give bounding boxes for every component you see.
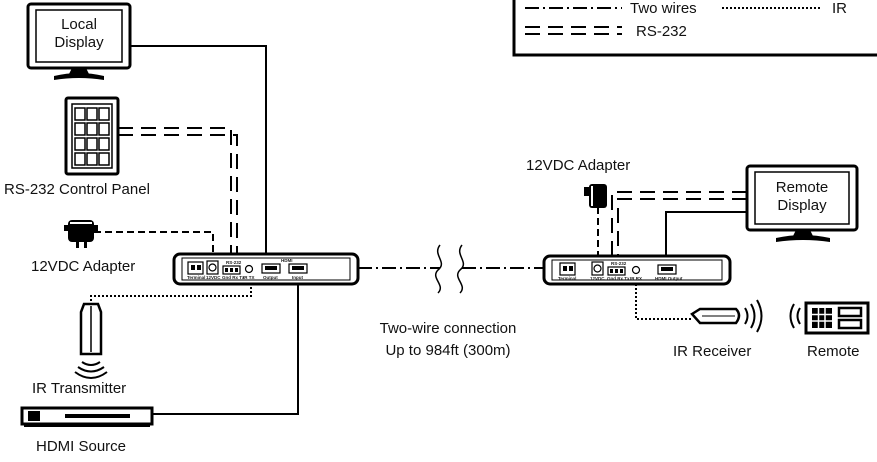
hdmi-cable-local-display	[130, 45, 267, 254]
rs232-control-panel-device	[64, 96, 120, 176]
ir-receiver-label: IR Receiver	[673, 343, 752, 360]
hdmi-source-label: HDMI Source	[36, 438, 127, 455]
rs232-cable-right	[611, 191, 747, 256]
tx-port-output: Output	[263, 275, 278, 280]
rx-port-terminal: Terminal	[558, 276, 576, 281]
hdmi-cable-source	[152, 284, 299, 415]
hdmi-source-device	[20, 406, 154, 427]
rx-port-ir: IR RX	[630, 276, 642, 281]
tx-port-dc: 12VDC	[206, 275, 221, 280]
ir-receiver-device	[690, 299, 763, 333]
rx-port-hdmi-output: HDMI Output	[655, 276, 683, 281]
power-cable-left	[94, 231, 214, 254]
remote-control-device	[789, 301, 870, 335]
remote-display-monitor	[745, 164, 859, 242]
ir-transmitter-device	[74, 302, 108, 379]
power-adapter-left-device	[64, 220, 98, 248]
rx-port-dc: 12VDC	[590, 276, 605, 281]
rx-port-rs232-header: RS-232	[611, 261, 627, 266]
two-wire-connection-label: Two-wire connection Up to 984ft (300m)	[379, 320, 517, 359]
legend-ir-label: IR	[832, 0, 847, 17]
tx-port-rs232-pins: Gnd Rx Tx	[222, 275, 245, 280]
ir-cable-receiver	[635, 284, 692, 320]
power-adapter-right-label: 12VDC Adapter	[526, 157, 631, 174]
legend-two-wires-label: Two wires	[630, 0, 697, 17]
extender-receiver-unit: Terminal 12VDC RS-232 Gnd Rx Tx IR RX HD…	[542, 254, 732, 286]
tx-port-input: Input	[292, 275, 303, 280]
rs232-cable-left	[118, 127, 238, 253]
extender-transmitter-unit: Terminal 12VDC RS-232 Gnd Rx Tx IR TX HD…	[172, 252, 360, 286]
remote-label: Remote	[807, 343, 860, 360]
ir-transmitter-label: IR Transmitter	[32, 380, 127, 397]
tx-port-rs232-header: RS-232	[226, 260, 242, 265]
power-adapter-right-device	[584, 184, 607, 208]
legend-rs232-label: RS-232	[636, 23, 687, 40]
ir-cable-transmitter	[90, 283, 252, 304]
tx-port-hdmi-header: HDMI	[281, 258, 293, 263]
tx-port-ir: IR TX	[243, 275, 255, 280]
cable-break-symbol	[435, 244, 465, 294]
hdmi-cable-remote-display	[665, 211, 755, 256]
local-display-label: Local Display	[54, 16, 104, 51]
rs232-control-panel-label: RS-232 Control Panel	[4, 181, 150, 198]
power-adapter-left-label: 12VDC Adapter	[31, 258, 136, 275]
tx-port-terminal: Terminal	[187, 275, 205, 280]
legend-box: Two wires IR RS-232	[512, 0, 877, 57]
rx-port-rs232-pins: Gnd Rx Tx	[607, 276, 630, 281]
remote-display-label: Remote Display	[775, 179, 829, 214]
legend-rs232-line	[525, 26, 622, 35]
local-display-monitor	[26, 2, 132, 80]
